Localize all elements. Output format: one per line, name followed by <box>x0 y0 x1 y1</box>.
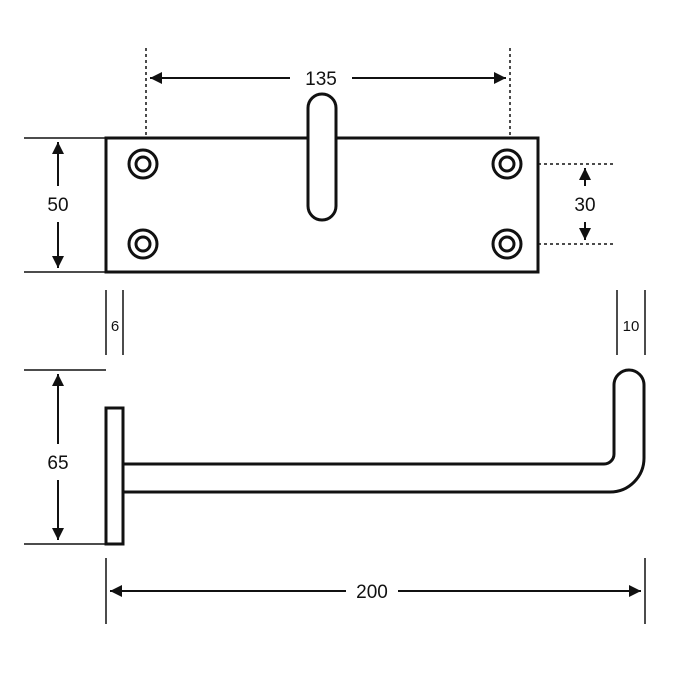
dimension-50: 50 <box>24 137 106 273</box>
dimension-65-label: 65 <box>47 453 68 474</box>
dimension-30: 30 <box>538 163 616 245</box>
rod-side-view <box>121 368 646 494</box>
dimension-6: 6 <box>105 290 124 355</box>
dimension-200: 200 <box>105 558 646 624</box>
dimension-65: 65 <box>24 369 106 545</box>
dimension-6-label: 6 <box>111 318 119 335</box>
dimension-10: 10 <box>616 290 646 355</box>
dimension-135-label: 135 <box>305 69 337 90</box>
screw-hole-bottom-left <box>127 228 159 260</box>
top-view: 135 50 30 <box>24 48 616 274</box>
plate-side <box>104 406 125 546</box>
screw-hole-bottom-right <box>491 228 523 260</box>
dimension-30-label: 30 <box>574 195 595 216</box>
dimension-10-label: 10 <box>623 318 640 335</box>
screw-hole-top-right <box>491 148 523 180</box>
rod-top-view <box>306 92 338 222</box>
dimension-200-label: 200 <box>356 582 388 603</box>
screw-hole-top-left <box>127 148 159 180</box>
dimension-50-label: 50 <box>47 195 68 216</box>
dimension-135: 135 <box>145 48 511 138</box>
side-view: 6 10 65 200 <box>24 290 646 624</box>
